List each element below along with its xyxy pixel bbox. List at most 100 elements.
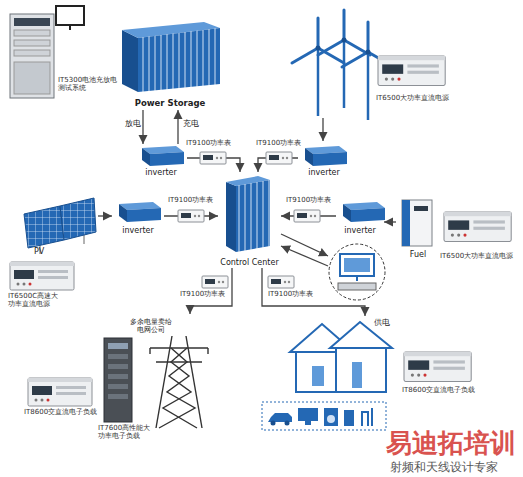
drawing-part xyxy=(329,244,385,300)
drawing-part xyxy=(14,40,50,46)
connector xyxy=(98,215,112,216)
node-box: Fuel xyxy=(396,196,440,260)
node-label: inverter xyxy=(308,168,340,177)
drawing-part xyxy=(344,258,370,272)
node-box: inverter xyxy=(298,144,350,178)
edge-label: 充电 xyxy=(182,120,200,129)
battery-test-rack xyxy=(10,6,84,98)
power-meter xyxy=(294,210,320,222)
pv-panels xyxy=(24,198,96,254)
drawing-part xyxy=(14,50,50,56)
node-box: inverter xyxy=(112,200,164,236)
connector xyxy=(177,110,178,144)
load-rack xyxy=(104,338,132,422)
drawing-part xyxy=(108,343,128,349)
data-arrow xyxy=(281,246,328,266)
drawing-part xyxy=(338,283,376,290)
node-box: inverter xyxy=(135,144,187,178)
drawing-part xyxy=(268,413,292,422)
drawing-part xyxy=(402,200,432,246)
drawing-part xyxy=(285,421,290,426)
data-arrow xyxy=(281,234,328,256)
node-box: inverter xyxy=(336,200,384,236)
node-label: PV xyxy=(34,247,44,256)
watermark: 易迪拓培训 xyxy=(386,428,516,459)
drawing-part xyxy=(336,348,386,392)
drawing-part xyxy=(344,410,354,426)
appliances xyxy=(262,402,386,430)
node-label: Power Storage xyxy=(135,99,206,109)
inverter-symbol xyxy=(119,202,161,222)
dc-supply xyxy=(444,212,511,241)
drawing-part xyxy=(159,348,195,428)
control-cabinet xyxy=(226,176,270,252)
fuel-cabinet xyxy=(402,200,432,246)
drawing-part xyxy=(24,206,64,248)
power-tower xyxy=(150,336,208,428)
drawing-part xyxy=(226,182,236,252)
inverter-symbol xyxy=(343,202,385,222)
drawing-part xyxy=(104,338,132,422)
drawing-part xyxy=(292,18,344,116)
node-label: inverter xyxy=(344,226,376,235)
drawing-part xyxy=(156,361,202,362)
drawing-part xyxy=(108,384,128,389)
node-box: 多余电量卖给电网公司 xyxy=(128,314,208,424)
power-meter xyxy=(202,276,228,288)
watermark: 射频和天线设计专家 xyxy=(390,460,498,474)
device-label: IT6500大功率直流电源 xyxy=(440,252,513,260)
drawing-part xyxy=(262,402,386,430)
drawing-part xyxy=(356,276,358,281)
power-meter xyxy=(200,152,226,164)
drawing-part xyxy=(414,206,428,211)
inverter-symbol xyxy=(142,146,184,166)
node-box: PV xyxy=(20,195,98,257)
node-label: Control Center xyxy=(220,258,278,267)
drawing-part xyxy=(108,364,128,369)
drawing-part xyxy=(402,200,410,246)
electronic-load xyxy=(28,378,92,406)
node-label: 多余电量卖给电网公司 xyxy=(128,318,174,334)
drawing-part xyxy=(362,408,372,426)
drawing-part xyxy=(298,408,318,421)
drawing-part xyxy=(156,336,172,428)
power-meter xyxy=(266,152,292,164)
electronic-load xyxy=(404,352,471,381)
power-meter xyxy=(268,276,294,288)
drawing-part xyxy=(14,62,50,94)
houses xyxy=(290,322,392,392)
device-label: IT8600交直流电子负载 xyxy=(24,408,97,416)
drawing-part xyxy=(122,30,138,92)
drawing-part xyxy=(14,18,50,26)
drawing-part xyxy=(138,28,220,92)
node-label: inverter xyxy=(122,226,154,235)
drawing-part xyxy=(207,348,208,354)
drawing-part xyxy=(327,415,335,423)
device-label: IT9100功率表 xyxy=(168,196,213,204)
device-label: IT7600高性能大功率电子负载 xyxy=(98,424,154,441)
drawing-part xyxy=(271,421,276,426)
drawing-part xyxy=(108,354,128,359)
drawing-part xyxy=(340,254,374,276)
device-label: IT9100功率表 xyxy=(186,139,231,147)
drawing-part xyxy=(14,30,50,36)
drawing-part xyxy=(236,180,270,252)
device-label: IT8600交直流电子负载 xyxy=(402,386,475,394)
drawing-part xyxy=(108,374,128,379)
drawing-part xyxy=(150,347,208,348)
drawing-part xyxy=(69,25,71,30)
connector xyxy=(384,221,396,222)
connector xyxy=(142,110,143,144)
inverter-symbol xyxy=(305,146,347,166)
device-label: IT5300电池充放电测试系统 xyxy=(58,76,118,93)
drawing-part xyxy=(186,336,202,428)
drawing-part xyxy=(324,408,338,426)
dc-supply xyxy=(378,56,445,85)
node-box: 供电 xyxy=(282,316,392,400)
drawing-part xyxy=(10,14,54,98)
drawing-part xyxy=(318,10,370,108)
